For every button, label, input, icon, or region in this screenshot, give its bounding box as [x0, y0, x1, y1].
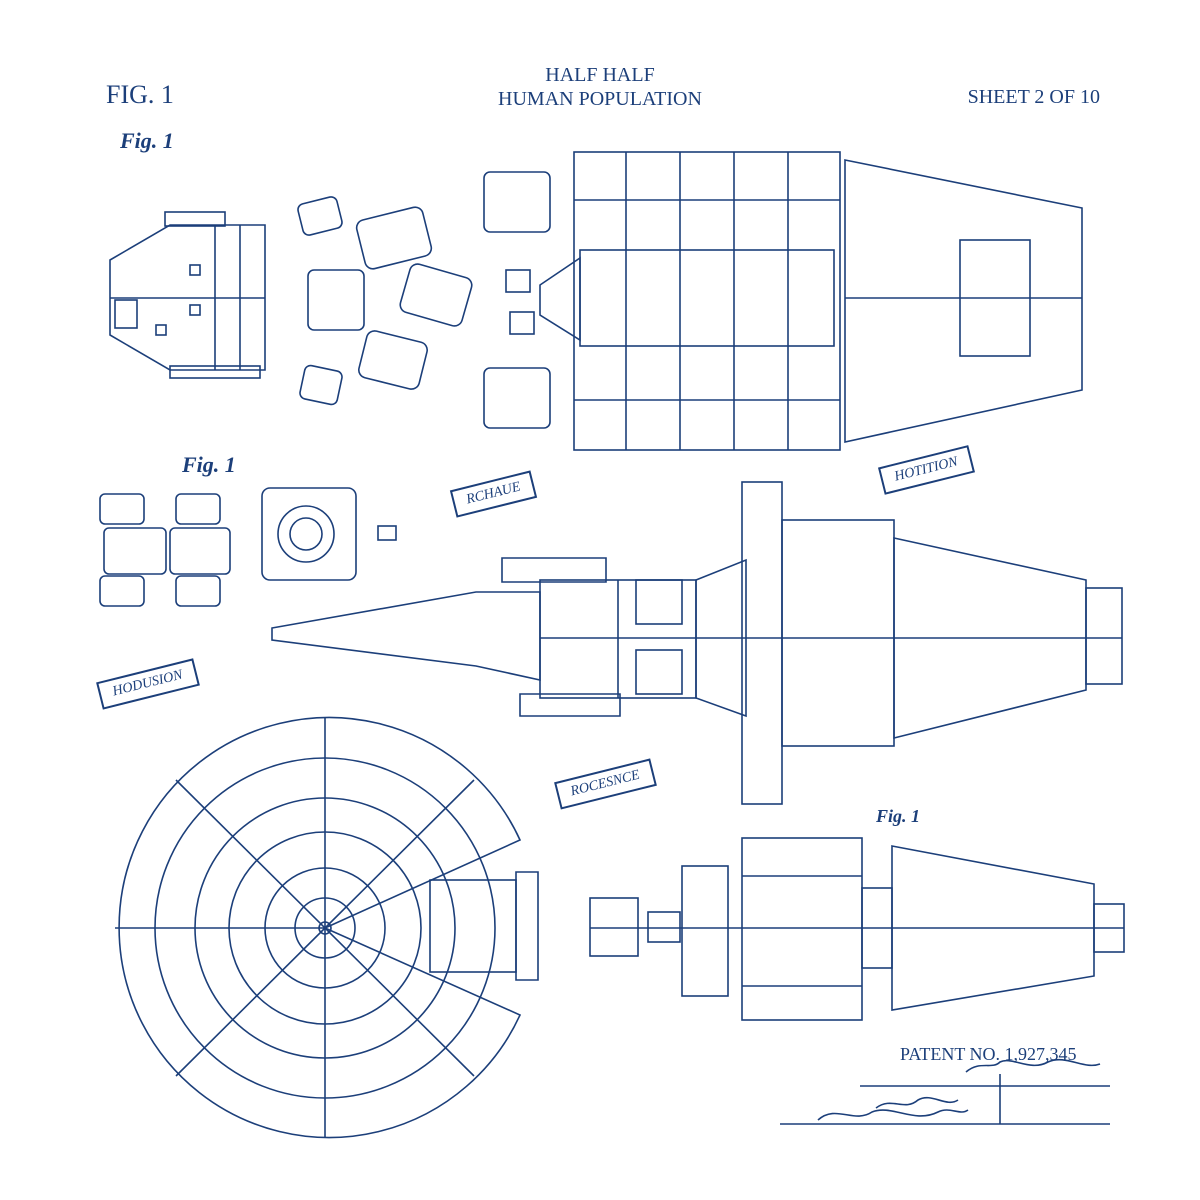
top-ship-drawing — [483, 151, 1083, 451]
signature-lines — [780, 1058, 1110, 1125]
sheet-number: SHEET 2 OF 10 — [967, 86, 1100, 108]
pod-cluster-drawing — [99, 487, 397, 607]
figure-caption-1: Fig. 1 — [120, 128, 174, 153]
saucer-drawing — [115, 716, 539, 1139]
patent-number: PATENT NO. 1,927,345 — [900, 1044, 1077, 1064]
scattered-modules — [297, 196, 473, 406]
figure-label: FIG. 1 — [106, 80, 174, 109]
title-line-1: HALF HALF — [545, 64, 655, 86]
figure-caption-3: Fig. 1 — [876, 806, 921, 826]
figure-caption-2: Fig. 1 — [182, 452, 236, 477]
bottom-ship-drawing — [589, 837, 1125, 1021]
small-hull-drawing — [109, 211, 266, 379]
middle-ship-drawing — [271, 481, 1123, 805]
title-line-2: HUMAN POPULATION — [498, 88, 702, 110]
